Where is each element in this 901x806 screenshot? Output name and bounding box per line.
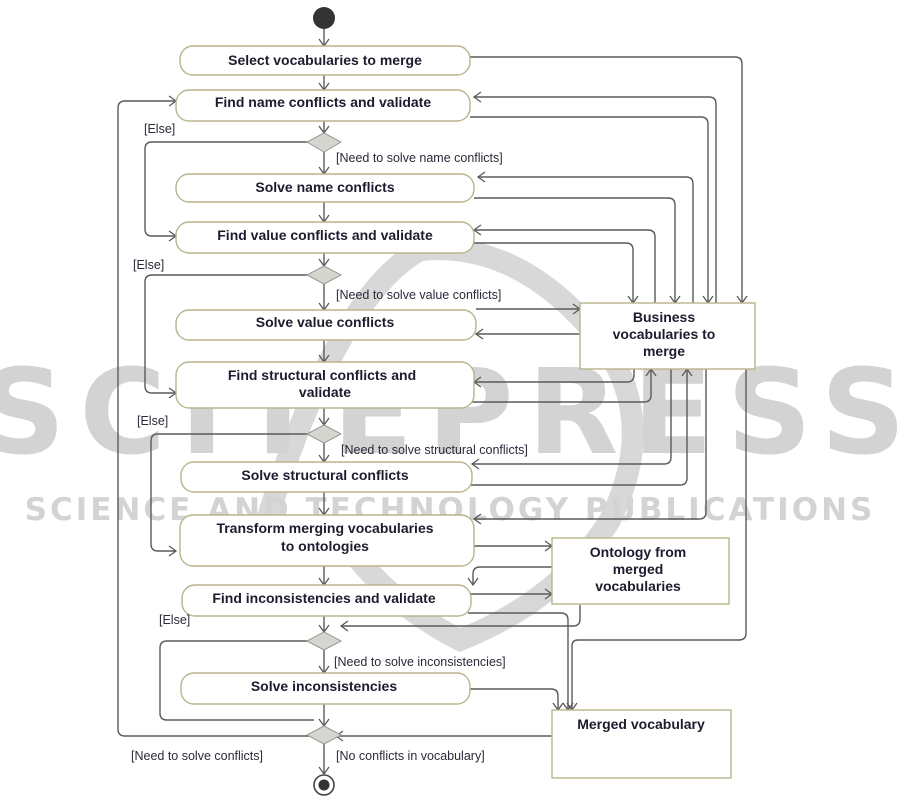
guard-need-inconsistencies: [Need to solve inconsistencies]	[334, 655, 506, 669]
object-business-vocabularies: Business vocabularies to merge	[579, 302, 756, 370]
decision-node-name	[305, 132, 343, 153]
edge-solvestruct-business	[470, 369, 688, 486]
decision-node-final	[305, 725, 343, 745]
guard-need-name: [Need to solve name conflicts]	[336, 151, 503, 165]
guard-no-conflicts: [No conflicts in vocabulary]	[336, 749, 485, 763]
action-transform-to-ontologies: Transform merging vocabularies to ontolo…	[179, 514, 475, 567]
action-label: Solve value conflicts	[256, 314, 395, 330]
arrowhead	[168, 545, 178, 557]
edge-select-business	[470, 56, 743, 303]
decision-node-structural	[305, 424, 343, 444]
action-label: to ontologies	[281, 538, 369, 554]
object-label: vocabularies	[595, 578, 681, 594]
edge-business-solvename	[478, 176, 694, 303]
guard-else: [Else]	[137, 414, 168, 428]
object-ontology: Ontology from merged vocabularies	[551, 537, 730, 605]
action-solve-name-conflicts: Solve name conflicts	[175, 173, 475, 203]
action-select-vocabularies: Select vocabularies to merge	[179, 45, 471, 76]
action-label: Find value conflicts and validate	[217, 227, 433, 243]
edge-findvalue-business	[470, 242, 634, 303]
action-label: Find structural conflicts and	[228, 367, 416, 383]
arrowhead	[474, 328, 484, 340]
edge-business-solvestruct	[472, 369, 672, 465]
edge-solveincons-merged	[470, 688, 559, 710]
action-label: validate	[299, 384, 351, 400]
action-label: Find inconsistencies and validate	[212, 590, 435, 606]
edge-else-4	[159, 640, 314, 721]
arrowhead	[339, 620, 349, 632]
decision-node-value	[305, 265, 343, 285]
action-find-inconsistencies: Find inconsistencies and validate	[181, 584, 472, 617]
arrowhead	[472, 91, 482, 103]
edge-findstruct-business	[470, 369, 652, 403]
action-find-value-conflicts: Find value conflicts and validate	[175, 221, 475, 254]
action-label: Solve inconsistencies	[251, 678, 397, 694]
edge-ontology-d4	[341, 605, 581, 627]
arrowhead	[476, 171, 486, 183]
action-find-name-conflicts: Find name conflicts and validate	[175, 89, 471, 122]
object-label: merged	[613, 561, 664, 577]
edge-business-findname	[474, 96, 717, 303]
action-label: Solve structural conflicts	[241, 467, 408, 483]
edge-business-merged	[571, 369, 747, 710]
guard-need-value: [Need to solve value conflicts]	[336, 288, 501, 302]
decision-node-inconsistencies	[305, 631, 343, 651]
object-label: Business	[633, 309, 695, 325]
object-label: vocabularies to	[613, 326, 716, 342]
edge-solvename-business	[474, 197, 676, 303]
object-label: Merged vocabulary	[577, 716, 705, 732]
arrowhead	[472, 224, 482, 236]
initial-node	[313, 7, 335, 29]
edge-findname-business	[470, 116, 709, 303]
watermark-swoosh	[244, 238, 644, 653]
guard-else: [Else]	[133, 258, 164, 272]
guard-else: [Else]	[144, 122, 175, 136]
action-label: Find name conflicts and validate	[215, 94, 431, 110]
action-solve-value-conflicts: Solve value conflicts	[175, 309, 477, 341]
edge-ontology-findincons	[472, 566, 552, 585]
edge-business-findstruct	[474, 369, 635, 383]
arrowhead	[467, 577, 479, 587]
edge-business-findvalue	[474, 229, 656, 303]
action-label: Solve name conflicts	[255, 179, 394, 195]
action-find-structural-conflicts: Find structural conflicts and validate	[175, 361, 475, 409]
arrowhead	[318, 766, 330, 776]
edge-else-1	[144, 141, 314, 237]
action-solve-structural-conflicts: Solve structural conflicts	[180, 461, 473, 493]
guard-need-structural: [Need to solve structural conflicts]	[341, 443, 528, 457]
edge-else-3	[150, 433, 314, 552]
final-node-inner	[318, 779, 330, 791]
action-label: Select vocabularies to merge	[228, 52, 422, 68]
object-merged-vocabulary: Merged vocabulary	[551, 709, 732, 779]
object-label: Ontology from	[590, 544, 686, 560]
guard-else: [Else]	[159, 613, 190, 627]
action-solve-inconsistencies: Solve inconsistencies	[180, 672, 471, 705]
edges	[117, 29, 747, 774]
guard-need-conflicts: [Need to solve conflicts]	[131, 749, 263, 763]
edge-else-2	[144, 274, 314, 394]
arrowhead	[472, 513, 482, 525]
edge-business-transform	[474, 369, 707, 520]
edge-findincons-merged	[468, 612, 569, 710]
object-label: merge	[643, 343, 685, 359]
edge-loop-conflicts	[117, 100, 314, 737]
arrowhead	[470, 458, 480, 470]
action-label: Transform merging vocabularies	[216, 520, 433, 536]
